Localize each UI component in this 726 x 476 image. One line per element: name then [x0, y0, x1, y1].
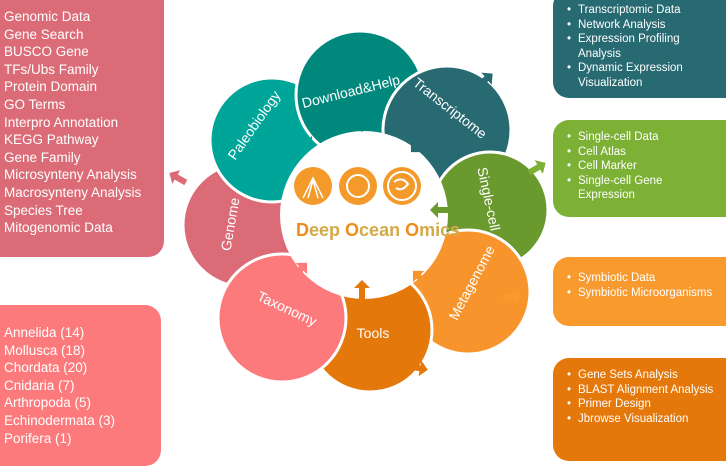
- list-item[interactable]: BLAST Alignment Analysis: [567, 383, 722, 398]
- arrow-icon: [408, 360, 428, 377]
- metagenome-box: Symbiotic DataSymbiotic Microorganisms: [553, 257, 726, 326]
- list-item[interactable]: Chordata (20): [4, 360, 88, 376]
- list-item[interactable]: Symbiotic Microorganisms: [567, 286, 722, 301]
- arrow-icon: [291, 262, 308, 279]
- taxonomy-box: Annelida (14) Mollusca (18) Chordata (20)C…: [0, 305, 161, 466]
- list-item[interactable]: Mollusca (18): [4, 342, 86, 358]
- list-item[interactable]: Protein Domain: [4, 79, 98, 95]
- list-item[interactable]: Primer Design: [567, 397, 722, 412]
- list-item[interactable]: Cnidaria (7): [4, 377, 75, 393]
- list-item[interactable]: Dynamic Expression Visualization: [567, 61, 722, 90]
- shell-icon: [294, 167, 332, 205]
- single-cell-box: Single-cell DataCell AtlasCell MarkerSin…: [553, 120, 726, 217]
- arrow-icon: [229, 336, 246, 353]
- list-item[interactable]: Network Analysis: [567, 18, 722, 33]
- list-item[interactable]: Gene Search: [4, 26, 84, 42]
- petal-label[interactable]: Tools: [357, 325, 390, 341]
- arrow-icon: [476, 72, 493, 89]
- list-item[interactable]: Gene Sets Analysis: [567, 368, 722, 383]
- list-item[interactable]: Arthropoda (5): [4, 395, 92, 411]
- center-circle: [280, 131, 448, 299]
- arrow-icon: [354, 113, 370, 132]
- list-item[interactable]: Species Tree: [4, 202, 83, 218]
- arrow-icon: [296, 131, 313, 148]
- arrow-icon: [261, 204, 280, 220]
- list-item[interactable]: Genomic Data: [4, 9, 91, 24]
- arrow-icon: [430, 202, 449, 218]
- list-item[interactable]: Annelida (14): [4, 325, 85, 340]
- list-item[interactable]: Mitogenomic Data: [4, 220, 113, 236]
- list-item[interactable]: Single-cell Data: [567, 130, 722, 145]
- list-item[interactable]: TFs/Ubs Family: [4, 61, 99, 77]
- arrow-icon: [412, 270, 429, 287]
- logo: Deep Ocean Omics: [294, 167, 460, 240]
- arrow-icon: [169, 170, 188, 186]
- transcriptome-box: Transcriptomic DataNetwork AnalysisExpre…: [553, 0, 726, 98]
- list-item[interactable]: Single-cell Gene Expression: [567, 174, 722, 203]
- arrow-icon: [354, 280, 370, 299]
- petal-taxonomy[interactable]: [216, 252, 348, 384]
- list-item[interactable]: Interpro Annotation: [4, 114, 119, 130]
- list-item[interactable]: Jbrowse Visualization: [567, 412, 722, 427]
- list-item[interactable]: BUSCO Gene: [4, 44, 89, 60]
- list-item[interactable]: Echinodermata (3): [4, 412, 116, 428]
- fish-icon: [339, 167, 377, 205]
- arrow-icon: [410, 136, 427, 153]
- list-item[interactable]: Porifera (1): [4, 430, 72, 446]
- arrow-icon: [502, 288, 522, 305]
- list-item[interactable]: Symbiotic Data: [567, 271, 722, 286]
- list-item[interactable]: Gene Family: [4, 149, 81, 165]
- list-item[interactable]: Expression Profiling Analysis: [567, 32, 722, 61]
- list-item[interactable]: KEGG Pathway: [4, 132, 99, 148]
- logo-title: Deep Ocean Omics: [296, 220, 460, 240]
- tools-box: Gene Sets AnalysisBLAST Alignment Analys…: [553, 358, 726, 461]
- list-item[interactable]: GO Terms: [4, 96, 66, 112]
- list-item[interactable]: Microsynteny Analysis: [4, 167, 137, 183]
- list-item[interactable]: Macrosynteny Analysis: [4, 184, 142, 200]
- list-item[interactable]: Cell Atlas: [567, 145, 722, 160]
- list-item[interactable]: Cell Marker: [567, 159, 722, 174]
- arrow-icon: [527, 160, 546, 176]
- list-item[interactable]: Transcriptomic Data: [567, 3, 722, 18]
